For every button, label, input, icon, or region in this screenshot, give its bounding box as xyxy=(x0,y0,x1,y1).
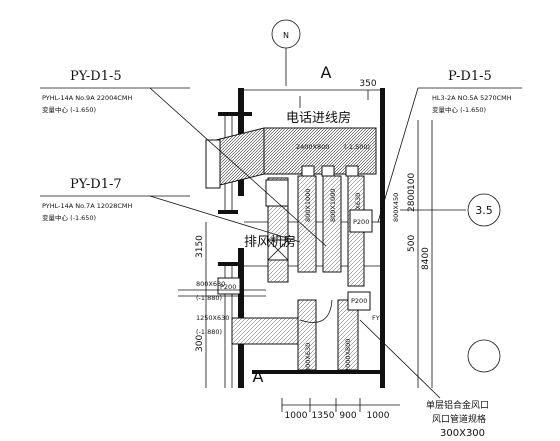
north-label: N xyxy=(283,31,289,40)
room-exhaust: 排风机房 xyxy=(244,234,296,250)
p200-1: P200 xyxy=(353,218,369,226)
callout-line3: 300X300 xyxy=(440,428,485,439)
duct-v5: 800X630 xyxy=(304,343,312,372)
grid-axis: 3.5 xyxy=(400,193,501,373)
room-telephone: 电话进线房 xyxy=(286,110,351,126)
dim-3150: 3150 xyxy=(195,235,205,258)
branch1-elev: (-1.880) xyxy=(196,294,222,302)
p200-2: P200 xyxy=(220,283,236,291)
section-mark-top: A xyxy=(321,63,332,82)
branch-ducts: 800X630 (-1.880) 1250X630 (-1.880) xyxy=(178,280,333,345)
dim-500: 500 xyxy=(407,235,417,252)
north-arrow: N xyxy=(271,19,301,86)
dims-right: 350 2800 500 8400 100 xyxy=(359,79,433,388)
branch2-elev: (-1.880) xyxy=(196,328,222,336)
section-mark-bottom: A xyxy=(253,367,264,386)
callout-line1: 单层铝合金风口 xyxy=(426,399,489,411)
dim-top: 350 xyxy=(359,79,376,89)
equipment: P200 P200 P200 FY xyxy=(217,179,380,322)
dim-8400: 8400 xyxy=(421,247,431,270)
outlet-callout: 单层铝合金风口 风口管道规格 300X300 xyxy=(359,319,489,439)
duct-v1: 800X1000 xyxy=(304,189,312,222)
tag-leaders xyxy=(40,87,522,247)
tag-left-top-spec: PYHL-14A No.9A 22004CMH xyxy=(42,94,133,102)
callout-line2: 风口管道规格 xyxy=(432,413,486,425)
tag-left-mid-code: PY-D1-7 xyxy=(70,177,122,192)
branch1-size: 800X630 xyxy=(196,280,225,288)
dims-bottom: 1000 1350 900 1000 xyxy=(281,398,400,421)
top-duct: 2400X800 (-1.500) xyxy=(205,127,377,189)
tag-left-mid-note: 变量中心 (-1.650) xyxy=(42,213,96,222)
dim-100: 100 xyxy=(407,173,417,190)
duct-v2: 800X1000 xyxy=(329,189,337,222)
grid-axis-label: 3.5 xyxy=(475,204,493,217)
dims-left: 3150 300 xyxy=(195,222,207,388)
tag-right-top-code: P-D1-5 xyxy=(448,69,492,84)
dim-b-1000b: 1000 xyxy=(367,411,390,421)
dim-b-900: 900 xyxy=(339,411,356,421)
top-duct-size: 2400X800 xyxy=(296,143,329,151)
duct-v6: 2000X800 xyxy=(344,339,352,372)
duct-v3: 800X630 xyxy=(354,193,362,222)
tag-right-top-note: 变量中心 (-1.650) xyxy=(432,105,486,114)
dim-2800: 2800 xyxy=(407,189,417,212)
dim-b-1000: 1000 xyxy=(285,411,308,421)
branch2-size: 1250X630 xyxy=(196,314,229,322)
tag-left-top-code: PY-D1-5 xyxy=(70,69,122,84)
tag-left-mid-spec: PYHL-14A No.7A 12028CMH xyxy=(42,202,133,210)
dim-b-1350: 1350 xyxy=(312,411,335,421)
dim-300: 300 xyxy=(195,335,205,352)
tag-right-top-spec: HL3-2A NO.5A 5270CMH xyxy=(432,94,512,102)
tag-left-top-note: 变量中心 (-1.650) xyxy=(42,105,96,114)
p200-3: P200 xyxy=(351,297,367,305)
top-duct-elev: (-1.500) xyxy=(344,143,370,151)
fy-label: FY xyxy=(372,314,380,322)
duct-v4: 800X450 xyxy=(392,193,400,222)
